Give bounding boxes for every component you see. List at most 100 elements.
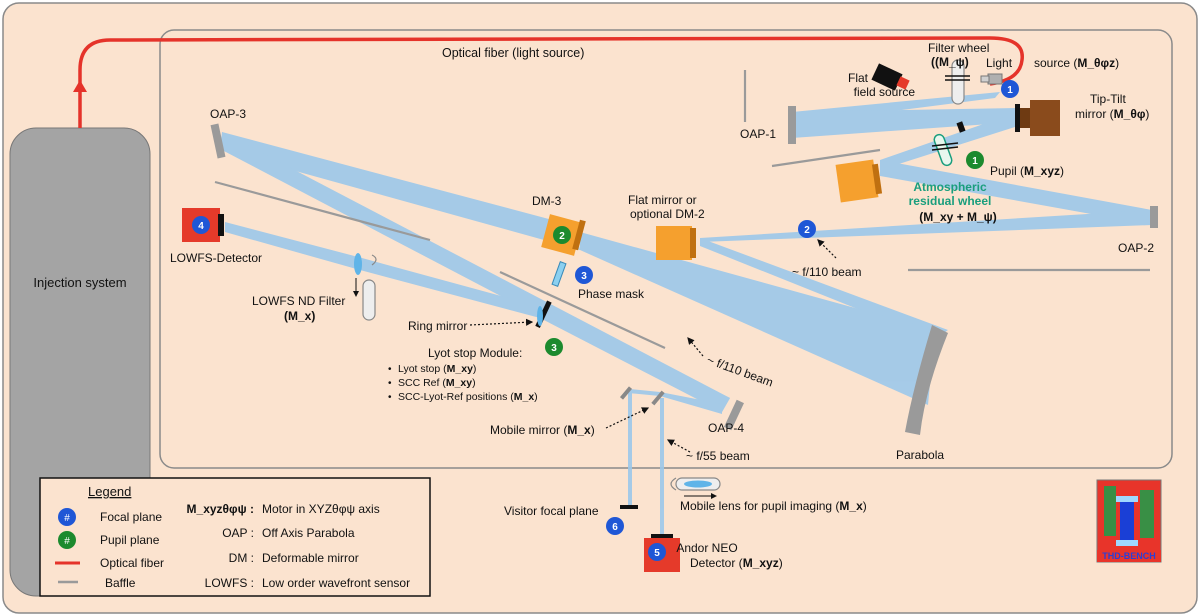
- oap1-mirror: [788, 106, 796, 144]
- mobile-mirror-label: Mobile mirror (M_x): [490, 423, 595, 437]
- residual-wheel: [931, 121, 966, 167]
- legend-oap-val: Off Axis Parabola: [262, 526, 355, 540]
- lyot-item-3: SCC-Lyot-Ref positions (M_x): [398, 391, 538, 403]
- filter-wheel: [945, 59, 970, 105]
- light-source: [980, 73, 1003, 85]
- f110-right-label: ~ f/110 beam: [792, 265, 862, 279]
- nd-filter: [362, 254, 377, 321]
- focal-badge-4: [192, 216, 210, 234]
- svg-text:•: •: [388, 392, 392, 403]
- pointer-arrows: [469, 239, 837, 453]
- legend-pupil-icon: [58, 531, 76, 549]
- residual-label-2: residual wheel: [909, 194, 992, 208]
- legend-fiber: Optical fiber: [100, 556, 164, 570]
- tiptilt-label-1: Tip-Tilt: [1090, 92, 1126, 106]
- oap3-label: OAP-3: [210, 107, 246, 121]
- pupil-badge-3: [545, 338, 563, 356]
- tiptilt-label-2: mirror (M_θφ): [1075, 107, 1149, 121]
- visitor-label: Visitor focal plane: [504, 504, 599, 518]
- ring-mirror-label: Ring mirror: [408, 319, 467, 333]
- tiptilt-mirror: [1015, 100, 1060, 136]
- legend: Legend # Focal plane # Pupil plane Optic…: [39, 477, 431, 597]
- svg-text:3: 3: [581, 271, 587, 282]
- andor-label-1: Andor NEO: [676, 541, 737, 555]
- pupil-badges: 1 2 3: [545, 151, 984, 356]
- dm3-label: DM-3: [532, 194, 562, 208]
- svg-text:2: 2: [804, 225, 810, 236]
- legend-motor-val: Motor in XYZθφψ axis: [262, 502, 380, 516]
- oap2-label: OAP-2: [1118, 241, 1154, 255]
- lyot-list: • Lyot stop (M_xy) • SCC Ref (M_xy) • SC…: [388, 363, 538, 403]
- light-label: Light: [986, 56, 1013, 70]
- flat-field-source: [871, 63, 910, 91]
- pupil-deformable-mirror: [835, 159, 883, 203]
- oap2-mirror: [1150, 206, 1158, 228]
- flat-field-label-1: Flat: [848, 71, 869, 85]
- visitor-focal-plane: [620, 505, 638, 509]
- filter-wheel-motor: ((M_ψ): [931, 55, 969, 69]
- andor-label-2: Detector (M_xyz): [690, 556, 783, 570]
- legend-baffle: Baffle: [105, 576, 136, 590]
- legend-pupil: Pupil plane: [100, 533, 160, 547]
- mobile-mirror-1: [619, 386, 633, 400]
- optical-fiber: [78, 36, 1024, 128]
- baffles: [214, 70, 1150, 349]
- svg-text:5: 5: [654, 548, 660, 559]
- lowfs-lens: [354, 253, 362, 275]
- parabola-mirror: [905, 325, 948, 435]
- bench-enclosure: [159, 29, 1173, 469]
- legend-oap-key: OAP :: [222, 526, 254, 540]
- residual-label-1: Atmospheric: [913, 180, 987, 194]
- thd-bench-logo: THD-BENCH: [1096, 479, 1162, 563]
- oap4-label: OAP-4: [708, 421, 744, 435]
- svg-text:•: •: [388, 378, 392, 389]
- pupil-badge-2: [553, 226, 571, 244]
- mobile-lens: [670, 477, 721, 491]
- focal-badge-3: [575, 266, 593, 284]
- flat-mirror-dm2: [656, 226, 696, 260]
- svg-text:1: 1: [1007, 85, 1013, 96]
- svg-text:4: 4: [198, 221, 204, 232]
- lyot-item-2: SCC Ref (M_xy): [398, 377, 476, 389]
- ring-mirror-lens: [537, 306, 543, 326]
- lyot-title: Lyot stop Module:: [428, 346, 522, 360]
- parabola-label: Parabola: [896, 448, 944, 462]
- flat-mirror-label-2: optional DM-2: [630, 207, 705, 221]
- legend-box: [39, 477, 431, 597]
- legend-title: Legend: [88, 484, 131, 499]
- legend-dm-key: DM :: [229, 551, 254, 565]
- svg-text:#: #: [64, 513, 70, 524]
- lyot-item-1: Lyot stop (M_xy): [398, 363, 476, 375]
- oap1-label: OAP-1: [740, 127, 776, 141]
- oap4-mirror: [724, 399, 744, 431]
- nd-filter-label: LOWFS ND Filter: [252, 294, 345, 308]
- focal-badges: 1 2 3 4 5 6: [192, 80, 1019, 561]
- optical-fiber-label: Optical fiber (light source): [442, 46, 584, 60]
- svg-text:6: 6: [612, 522, 618, 533]
- legend-lowfs-key: LOWFS :: [205, 576, 254, 590]
- fiber-arrow-icon: [73, 80, 87, 92]
- oap3-mirror: [210, 123, 226, 159]
- pupil-label: Pupil (M_xyz): [990, 164, 1064, 178]
- legend-focal-icon: [58, 508, 76, 526]
- mobile-mirror-2: [651, 390, 665, 406]
- f55-label: ~ f/55 beam: [686, 449, 750, 463]
- residual-motor: (M_xy + M_ψ): [919, 210, 996, 224]
- svg-text:#: #: [64, 536, 70, 547]
- lowfs-detector-label: LOWFS-Detector: [170, 251, 262, 265]
- source-label: source (M_θφz): [1034, 56, 1119, 70]
- svg-text:3: 3: [551, 343, 557, 354]
- focal-badge-2: [798, 220, 816, 238]
- legend-lowfs-val: Low order wavefront sensor: [262, 576, 410, 590]
- focal-badge-5: [648, 543, 666, 561]
- focal-badge-6: [606, 517, 624, 535]
- thd-bench-text: THD-BENCH: [1102, 551, 1156, 561]
- nd-filter-motor: (M_x): [284, 309, 315, 323]
- beam-paths: [220, 92, 1152, 538]
- injection-system-label: Injection system: [33, 275, 126, 290]
- svg-text:•: •: [388, 364, 392, 375]
- filter-wheel-label: Filter wheel: [928, 41, 989, 55]
- legend-motor-key: M_xyzθφψ :: [187, 502, 254, 516]
- legend-dm-val: Deformable mirror: [262, 551, 359, 565]
